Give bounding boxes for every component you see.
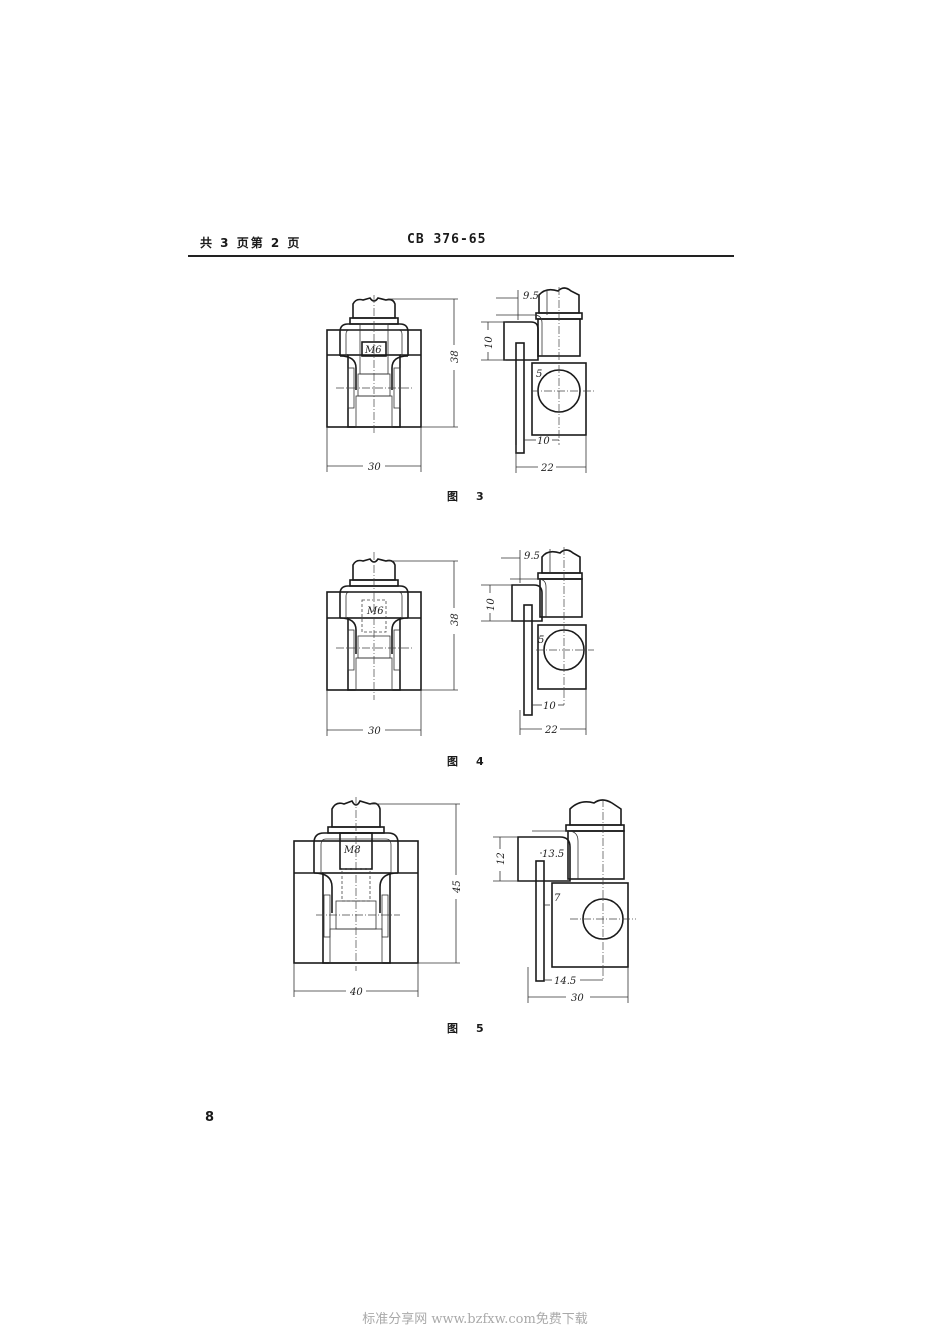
svg-text:30: 30 [368,726,381,737]
svg-text:10: 10 [486,598,497,611]
figure-5-side-view: 12 13.5 7 14.5 30 [488,797,648,1011]
svg-text:30: 30 [571,993,584,1004]
page-info: 共 3 页第 2 页 [200,236,302,250]
figure-4-side-view: 5 9.5 10 10 22 [476,545,606,744]
figure-3-front-view: M6 38 30 [318,290,468,484]
svg-text:M6: M6 [366,606,384,617]
height-dimension: 38 [450,350,461,363]
svg-text:13.5: 13.5 [542,849,564,860]
standard-code: CB 376-65 [407,232,487,247]
header-rule [188,255,734,257]
svg-text:9.5: 9.5 [523,291,539,302]
svg-text:10: 10 [543,701,556,712]
svg-text:5: 5 [538,635,544,646]
svg-text:38: 38 [450,613,461,626]
svg-text:14.5: 14.5 [554,976,576,987]
svg-text:10: 10 [537,436,550,447]
svg-text:22: 22 [540,463,554,474]
page-number: 8 [205,1110,215,1125]
figure-4-front-view: M6 38 30 [318,550,468,744]
svg-text:40: 40 [349,987,363,998]
width-dimension: 30 [368,462,381,473]
figure-3-side-view: 5 9.5 10 10 22 [476,285,606,484]
svg-text:7: 7 [554,893,561,904]
watermark: 标准分享网 www.bzfxw.com免费下载 [362,1312,588,1327]
svg-text:12: 12 [496,852,507,865]
svg-text:22: 22 [544,725,558,736]
figure-5-front-view: M8 45 40 [288,795,468,1009]
thread-label: M8 [343,845,361,856]
thread-label: M6 [364,345,382,356]
svg-text:9.5: 9.5 [524,551,540,562]
svg-text:5: 5 [536,369,542,380]
svg-text:10: 10 [484,336,495,349]
svg-text:45: 45 [452,880,463,894]
